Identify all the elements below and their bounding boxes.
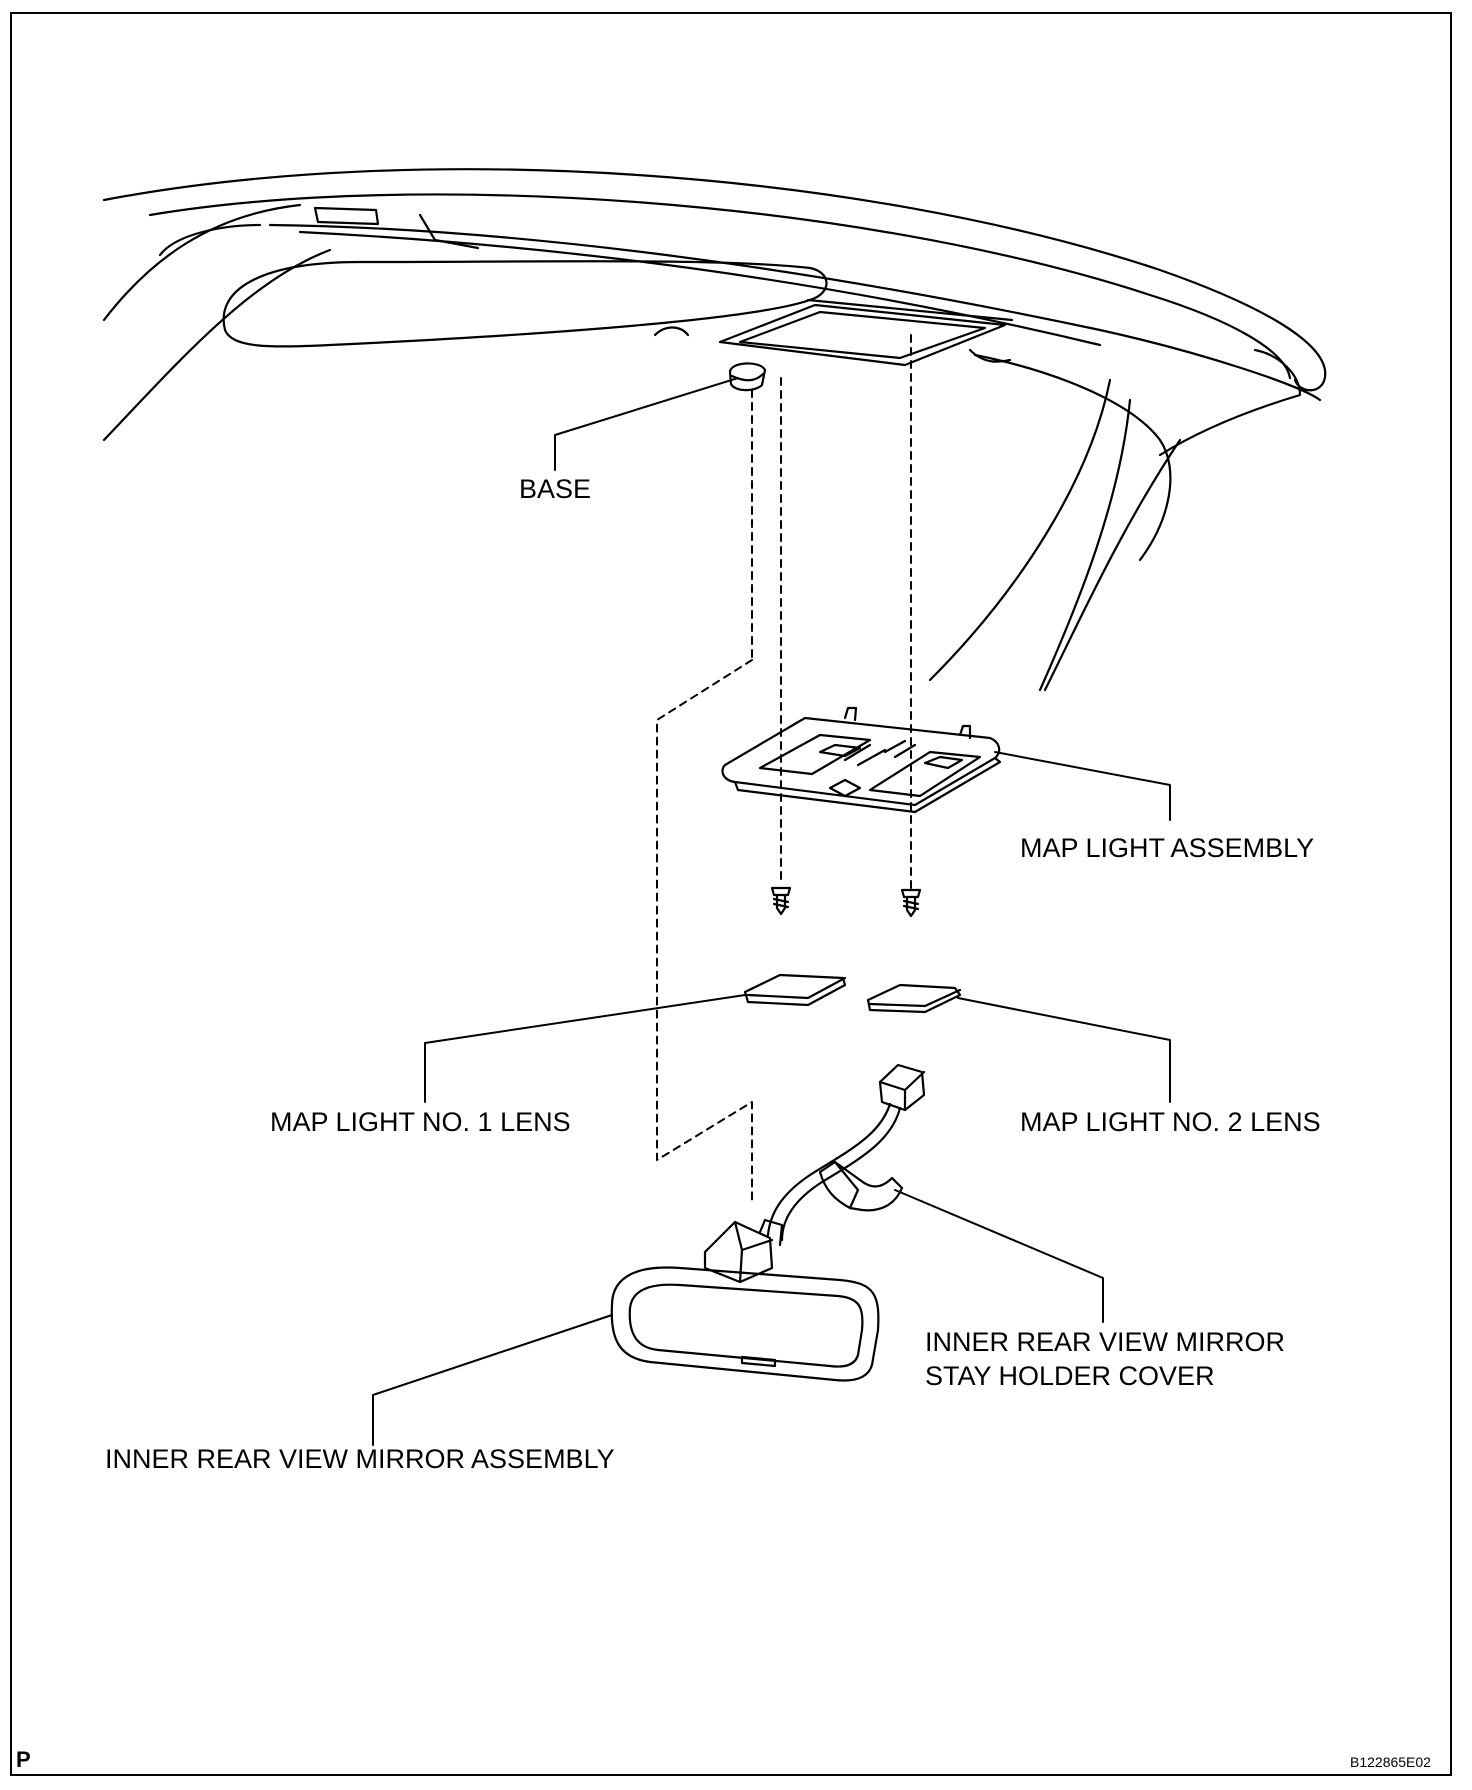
figure-code: B122865E02 xyxy=(1350,1754,1431,1770)
label-map-light-no1-lens: MAP LIGHT NO. 1 LENS xyxy=(270,1107,571,1137)
label-mirror-assembly: INNER REAR VIEW MIRROR ASSEMBLY xyxy=(105,1444,615,1474)
stay-holder-cover-leader xyxy=(894,1189,1104,1323)
map-light-no2-lens-part xyxy=(866,983,962,1014)
screw-left xyxy=(770,886,792,916)
screw-right xyxy=(900,888,922,918)
label-stay-holder-cover-line1: INNER REAR VIEW MIRROR xyxy=(925,1327,1286,1357)
wire-connector xyxy=(766,1063,926,1242)
label-base: BASE xyxy=(519,474,592,504)
lens-no2-leader xyxy=(957,997,1171,1103)
corner-mark: P xyxy=(16,1747,31,1772)
inner-rear-view-mirror-part xyxy=(610,1218,880,1382)
diagram-frame xyxy=(10,12,1452,1776)
stay-holder-cover-part xyxy=(818,1160,904,1212)
label-stay-holder-cover-line2: STAY HOLDER COVER xyxy=(925,1361,1215,1391)
label-map-light-assembly: MAP LIGHT ASSEMBLY xyxy=(1020,833,1315,863)
base-leader xyxy=(554,377,739,471)
roof-headliner xyxy=(102,168,1327,692)
map-light-assembly-leader xyxy=(994,751,1171,821)
map-light-no1-lens-part xyxy=(743,973,847,1007)
mirror-assembly-leader xyxy=(372,1314,613,1446)
base-part xyxy=(728,362,767,392)
map-light-assembly-part xyxy=(721,706,1002,814)
label-map-light-no2-lens: MAP LIGHT NO. 2 LENS xyxy=(1020,1107,1321,1137)
lens-no1-leader xyxy=(424,994,746,1103)
